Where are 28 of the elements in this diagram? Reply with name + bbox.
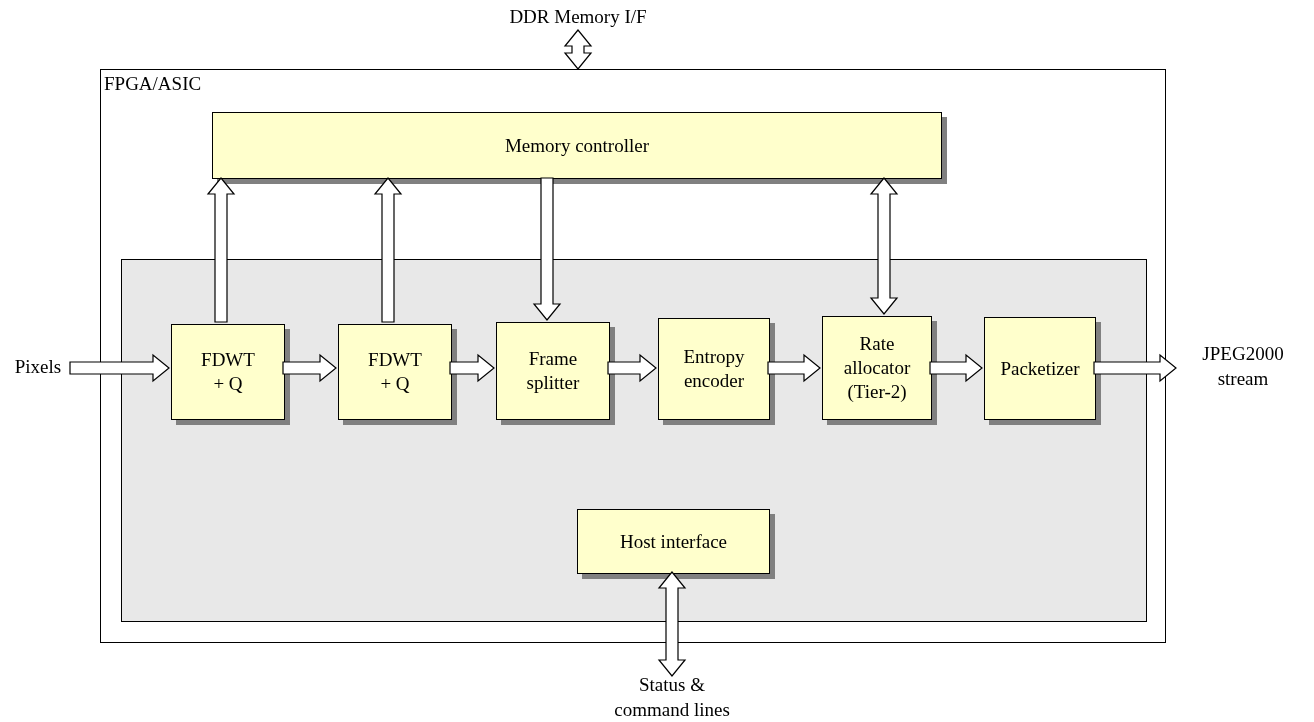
core-panel <box>121 259 1147 622</box>
block-label: Host interface <box>619 529 728 554</box>
block-arrow <box>869 177 899 315</box>
io-label: Status & command lines <box>613 673 731 722</box>
block-arrow <box>69 353 170 383</box>
block-label: Frame splitter <box>525 347 581 395</box>
block-arrow <box>449 353 495 383</box>
block-arrow <box>767 353 821 383</box>
block-arrow <box>1093 353 1177 383</box>
block-arrow <box>607 353 657 383</box>
block-label: Rate allocator (Tier-2) <box>842 332 912 404</box>
block-label: FDWT + Q <box>200 348 256 396</box>
block-arrow <box>929 353 983 383</box>
block-arrow <box>373 177 403 323</box>
io-label: Pixels <box>14 354 62 379</box>
chip-boundary-box <box>100 69 1166 643</box>
block-arrow <box>206 177 236 323</box>
io-label: DDR Memory I/F <box>509 4 647 29</box>
block-arrow <box>657 571 687 677</box>
block-label: Packetizer <box>1000 356 1080 381</box>
block-arrow <box>532 177 562 321</box>
block-label: Memory controller <box>504 133 649 158</box>
block-label: Entropy encoder <box>682 345 746 393</box>
io-label: JPEG2000 stream <box>1201 342 1285 391</box>
block-arrow <box>563 29 593 70</box>
block-arrow <box>282 353 337 383</box>
container-label: FPGA/ASIC <box>104 72 202 96</box>
block-label: FDWT + Q <box>367 348 423 396</box>
